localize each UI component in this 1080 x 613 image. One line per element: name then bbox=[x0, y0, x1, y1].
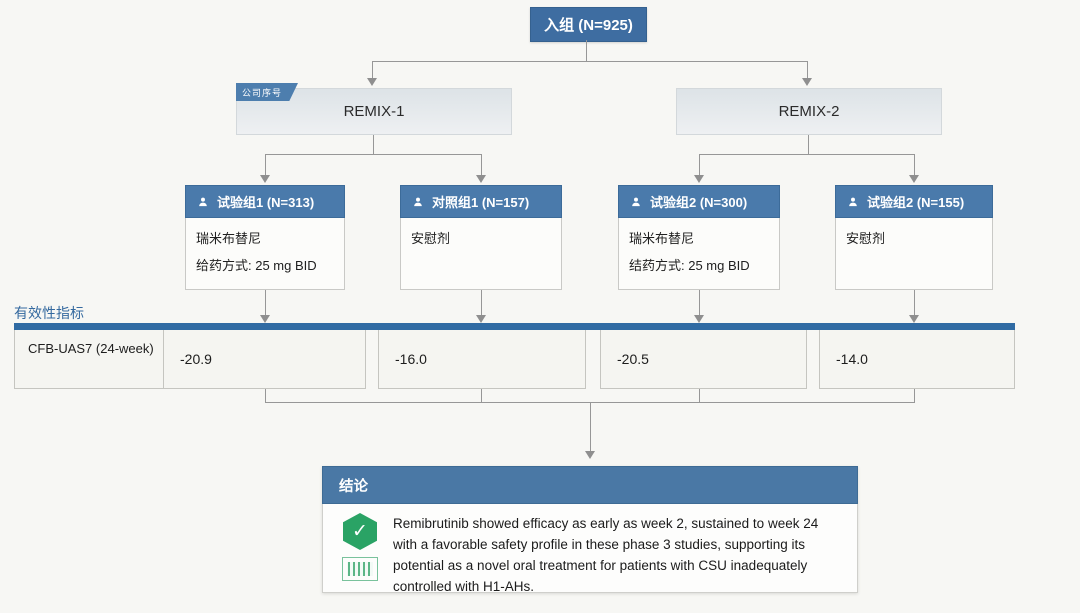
enrollment-label: 入组 (N=925) bbox=[544, 17, 633, 34]
arm-body: 安慰剂 bbox=[835, 218, 993, 290]
conclusion-body: ✓ Remibrutinib showed efficacy as early … bbox=[322, 504, 858, 594]
arrow-down-icon bbox=[585, 451, 595, 459]
connector-line bbox=[914, 154, 915, 176]
efficacy-value: -16.0 bbox=[395, 351, 427, 367]
connector-line bbox=[265, 402, 914, 403]
arrow-down-icon bbox=[909, 315, 919, 323]
arm-line: 结药方式: 25 mg BID bbox=[629, 258, 750, 273]
efficacy-cell-1: CFB-UAS7 (24-week) -20.9 bbox=[14, 330, 366, 389]
arm-line: 安慰剂 bbox=[411, 231, 451, 246]
arm-header-label: 试验组1 (N=313) bbox=[217, 195, 315, 210]
conclusion-text: Remibrutinib showed efficacy as early as… bbox=[393, 516, 819, 594]
efficacy-cell-2: -16.0 bbox=[378, 330, 586, 389]
arm-box-2: 对照组1 (N=157) 安慰剂 bbox=[400, 185, 562, 290]
efficacy-value: -20.5 bbox=[617, 351, 649, 367]
connector-line bbox=[372, 61, 373, 79]
person-icon bbox=[199, 197, 207, 206]
connector-line bbox=[807, 61, 808, 79]
connector-line bbox=[373, 133, 374, 155]
connector-line bbox=[481, 154, 482, 176]
arm-body: 瑞米布替尼 给药方式: 25 mg BID bbox=[185, 218, 345, 290]
arm-header: 试验组1 (N=313) bbox=[185, 185, 345, 218]
connector-line bbox=[265, 389, 266, 403]
arm-body: 安慰剂 bbox=[400, 218, 562, 290]
arm-line: 给药方式: 25 mg BID bbox=[196, 258, 317, 273]
conclusion-header-label: 结论 bbox=[339, 478, 368, 495]
arm-header: 试验组2 (N=300) bbox=[618, 185, 780, 218]
arrow-down-icon bbox=[476, 175, 486, 183]
arrow-down-icon bbox=[694, 315, 704, 323]
conclusion-icon-column: ✓ bbox=[336, 513, 384, 592]
connector-line bbox=[808, 133, 809, 155]
arm-header: 试验组2 (N=155) bbox=[835, 185, 993, 218]
study-name: REMIX-1 bbox=[343, 103, 405, 120]
connector-line bbox=[699, 154, 914, 155]
connector-line bbox=[699, 154, 700, 176]
arm-header: 对照组1 (N=157) bbox=[400, 185, 562, 218]
conclusion-box: 结论 ✓ Remibrutinib showed efficacy as ear… bbox=[322, 466, 858, 594]
efficacy-value: -20.9 bbox=[180, 351, 212, 367]
arm-box-3: 试验组2 (N=300) 瑞米布替尼 结药方式: 25 mg BID bbox=[618, 185, 780, 290]
conclusion-header: 结论 bbox=[322, 466, 858, 504]
study-box-remix-2: REMIX-2 bbox=[676, 88, 942, 135]
connector-line bbox=[914, 389, 915, 403]
efficacy-section-label: 有效性指标 bbox=[14, 305, 84, 321]
arm-header-label: 试验组2 (N=155) bbox=[867, 195, 965, 210]
connector-line bbox=[265, 290, 266, 316]
enrollment-box: 入组 (N=925) bbox=[530, 7, 647, 42]
arm-line: 瑞米布替尼 bbox=[196, 231, 262, 246]
arrow-down-icon bbox=[367, 78, 377, 86]
efficacy-cell-3: -20.5 bbox=[600, 330, 807, 389]
arm-box-1: 试验组1 (N=313) 瑞米布替尼 给药方式: 25 mg BID bbox=[185, 185, 345, 290]
arrow-down-icon bbox=[260, 175, 270, 183]
connector-line bbox=[481, 389, 482, 403]
arm-line: 安慰剂 bbox=[846, 231, 886, 246]
person-icon bbox=[414, 197, 422, 206]
arm-box-4: 试验组2 (N=155) 安慰剂 bbox=[835, 185, 993, 290]
arm-line: 瑞米布替尼 bbox=[629, 231, 695, 246]
arrow-down-icon bbox=[694, 175, 704, 183]
connector-line bbox=[372, 61, 807, 62]
study-name: REMIX-2 bbox=[778, 103, 840, 120]
arm-header-label: 对照组1 (N=157) bbox=[432, 195, 530, 210]
arm-header-label: 试验组2 (N=300) bbox=[650, 195, 748, 210]
flag-tag: 公司序号 bbox=[236, 83, 298, 101]
connector-line bbox=[699, 290, 700, 316]
arm-body: 瑞米布替尼 结药方式: 25 mg BID bbox=[618, 218, 780, 290]
efficacy-cell-4: -14.0 bbox=[819, 330, 1015, 389]
efficacy-bar bbox=[14, 323, 1015, 330]
arrow-down-icon bbox=[476, 315, 486, 323]
connector-line bbox=[481, 290, 482, 316]
efficacy-value: -14.0 bbox=[836, 351, 868, 367]
arrow-down-icon bbox=[802, 78, 812, 86]
connector-line bbox=[699, 389, 700, 403]
connector-line bbox=[265, 154, 266, 176]
study-box-remix-1: REMIX-1 bbox=[236, 88, 512, 135]
check-icon: ✓ bbox=[343, 513, 377, 550]
person-icon bbox=[632, 197, 640, 206]
connector-line bbox=[914, 290, 915, 316]
person-icon bbox=[849, 197, 857, 206]
flag-label: 公司序号 bbox=[242, 87, 283, 98]
connector-line bbox=[586, 40, 587, 62]
arrow-down-icon bbox=[909, 175, 919, 183]
efficacy-row-label: CFB-UAS7 (24-week) bbox=[15, 330, 164, 388]
arrow-down-icon bbox=[260, 315, 270, 323]
connector-line bbox=[265, 154, 481, 155]
stamp-icon bbox=[342, 557, 378, 581]
connector-line bbox=[590, 402, 591, 452]
